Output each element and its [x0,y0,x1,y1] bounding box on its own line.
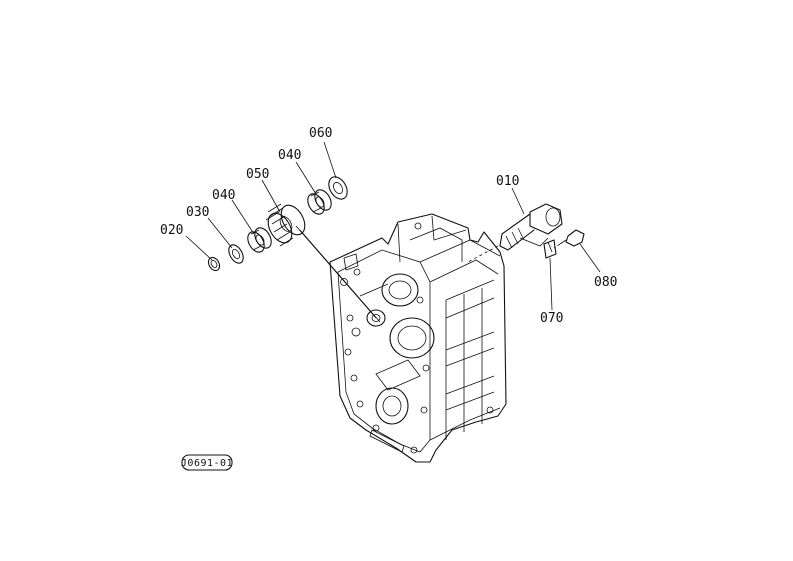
bearing-040a-part [247,227,272,253]
drawing-id-text: J0691-01 [181,458,233,469]
callout-040b: 040 [278,148,301,163]
callout-050: 050 [246,167,269,182]
callout-010: 010 [496,174,519,189]
circlip-020-part [207,256,221,272]
callout-070: 070 [540,311,563,326]
callout-020: 020 [160,223,183,238]
shaft-010-part [467,203,563,263]
washer-060-part [328,176,348,200]
callout-060: 060 [309,126,332,141]
gear-050-part [265,203,306,247]
lock-plate-070-part [543,239,557,259]
callout-040a: 040 [212,188,235,203]
transmission-case [329,213,507,463]
washer-030-part [228,244,244,264]
leader-lines [185,141,601,311]
callout-030: 030 [186,205,209,220]
bearing-040b-part [307,189,332,215]
bolt-080-part [553,229,585,249]
callout-080: 080 [594,275,617,290]
drawing-id-stamp: J0691-01 [181,454,233,471]
